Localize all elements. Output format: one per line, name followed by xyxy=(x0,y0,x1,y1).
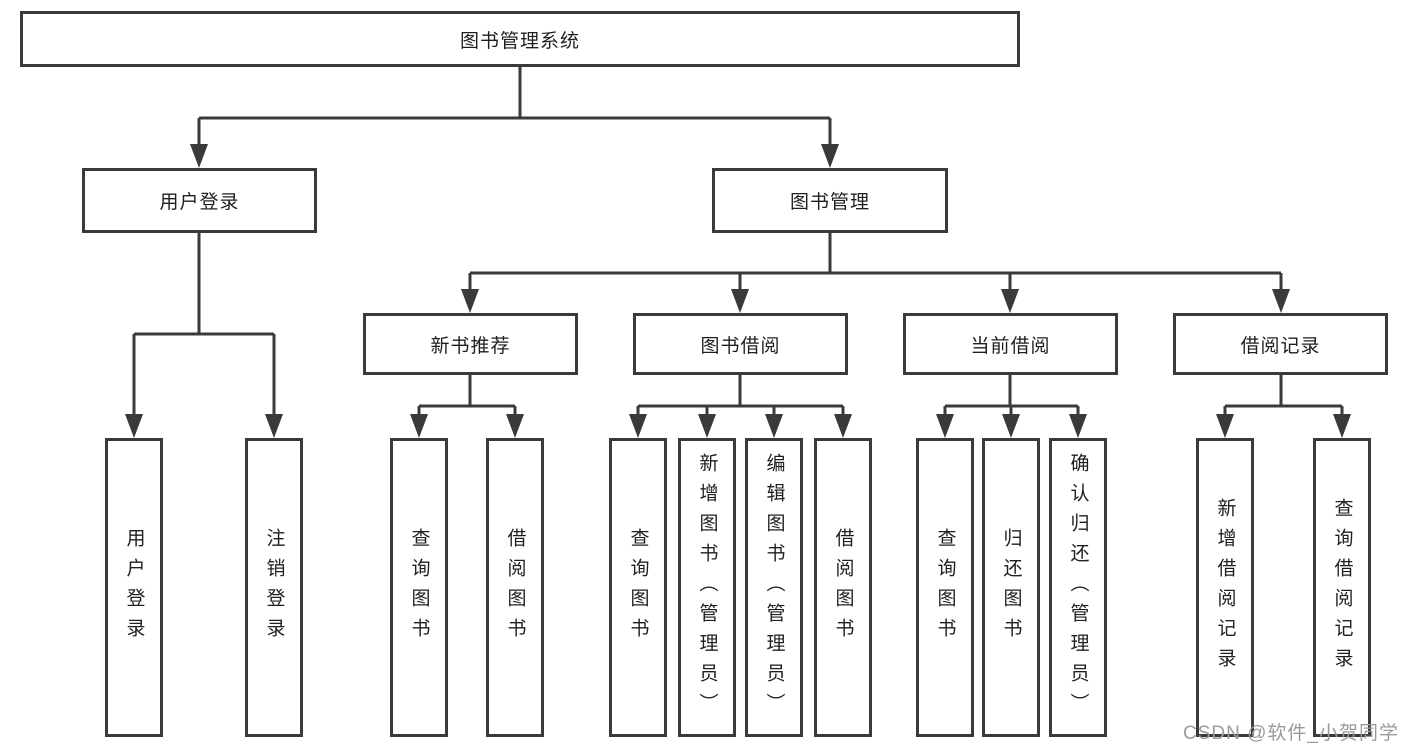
node-current-borrow: 当前借阅 xyxy=(903,313,1118,375)
leaf-current-confirm-return-admin: 确认归还（管理员） xyxy=(1049,438,1107,737)
leaf-record-search-record: 查询借阅记录 xyxy=(1313,438,1371,737)
leaf-current-search-book-label: 查询图书 xyxy=(934,527,956,648)
leaf-recommend-search-book: 查询图书 xyxy=(390,438,448,737)
leaf-borrow-edit-book-admin: 编辑图书（管理员） xyxy=(745,438,803,737)
leaf-borrow-add-book-admin: 新增图书（管理员） xyxy=(678,438,736,737)
leaf-current-search-book: 查询图书 xyxy=(916,438,974,737)
leaf-recommend-borrow-book: 借阅图书 xyxy=(486,438,544,737)
node-root-system: 图书管理系统 xyxy=(20,11,1020,67)
node-new-book-recommend-label: 新书推荐 xyxy=(430,335,511,357)
leaf-borrow-add-book-admin-label: 新增图书（管理员） xyxy=(696,452,718,723)
leaf-borrow-edit-book-admin-label: 编辑图书（管理员） xyxy=(763,452,785,723)
node-book-management: 图书管理 xyxy=(712,168,948,233)
node-book-management-label: 图书管理 xyxy=(789,192,870,213)
leaf-record-add-record: 新增借阅记录 xyxy=(1196,438,1254,737)
leaf-borrow-borrow-book-label: 借阅图书 xyxy=(832,527,854,648)
leaf-recommend-borrow-book-label: 借阅图书 xyxy=(504,527,526,648)
leaf-record-add-record-label: 新增借阅记录 xyxy=(1214,497,1236,678)
node-book-borrow-label: 图书借阅 xyxy=(700,335,781,357)
leaf-borrow-search-book: 查询图书 xyxy=(609,438,667,737)
leaf-borrow-search-book-label: 查询图书 xyxy=(627,527,649,648)
leaf-recommend-search-book-label: 查询图书 xyxy=(408,527,430,648)
leaf-borrow-borrow-book: 借阅图书 xyxy=(814,438,872,737)
leaf-current-confirm-return-admin-label: 确认归还（管理员） xyxy=(1067,452,1089,723)
leaf-logout: 注销登录 xyxy=(245,438,303,737)
node-root-label: 图书管理系统 xyxy=(459,30,580,52)
leaf-logout-label: 注销登录 xyxy=(263,527,285,648)
node-borrow-record-label: 借阅记录 xyxy=(1240,335,1321,357)
leaf-current-return-book: 归还图书 xyxy=(982,438,1040,737)
node-book-borrow: 图书借阅 xyxy=(633,313,848,375)
leaf-current-return-book-label: 归还图书 xyxy=(1000,527,1022,648)
node-new-book-recommend: 新书推荐 xyxy=(363,313,578,375)
node-current-borrow-label: 当前借阅 xyxy=(970,335,1051,357)
node-user-login-label: 用户登录 xyxy=(159,192,240,213)
node-borrow-record: 借阅记录 xyxy=(1173,313,1388,375)
csdn-watermark: CSDN @软件_小贺同学 xyxy=(1183,723,1399,744)
leaf-record-search-record-label: 查询借阅记录 xyxy=(1331,497,1353,678)
leaf-user-login: 用户登录 xyxy=(105,438,163,737)
leaf-user-login-label: 用户登录 xyxy=(123,527,145,648)
node-user-login: 用户登录 xyxy=(82,168,317,233)
